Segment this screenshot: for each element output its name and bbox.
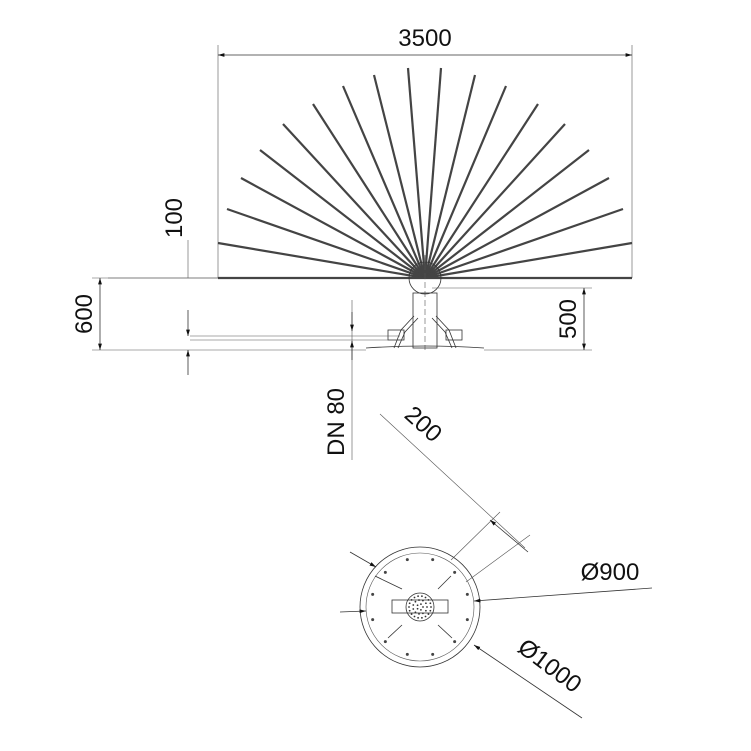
- nozzle-hole: [429, 609, 432, 612]
- dimension-diameter-900: Ø900: [339, 559, 653, 614]
- fan-ray: [259, 149, 426, 279]
- nozzle-hole: [412, 608, 415, 610]
- dimension-label-100: 100: [161, 198, 188, 238]
- nozzle-hole: [416, 607, 419, 610]
- nozzle-hole: [414, 611, 417, 614]
- nozzle-hole: [422, 606, 424, 608]
- nozzle-hole: [430, 606, 432, 608]
- dimension-label-900: Ø900: [581, 559, 640, 586]
- nozzle-hole: [427, 599, 430, 601]
- nozzle-hole: [408, 606, 410, 608]
- nozzle-hole: [421, 616, 423, 619]
- nozzle-hole: [416, 604, 419, 607]
- nozzle-hole: [410, 599, 413, 601]
- dimension-500: 500: [484, 288, 592, 351]
- nozzle-hole: [424, 602, 427, 605]
- bolt-hole: [431, 652, 435, 656]
- nozzle-hole: [417, 616, 419, 619]
- fan-ray: [424, 241, 633, 280]
- ball-nozzle: [408, 261, 442, 295]
- dimension-label-3500: 3500: [398, 25, 451, 52]
- fan-ray: [341, 85, 427, 279]
- fan-ray: [423, 74, 477, 279]
- nozzle-hole: [420, 603, 422, 606]
- bolt-hole: [453, 640, 457, 644]
- dimension-width-3500: 3500: [217, 25, 633, 278]
- nozzle-hole: [408, 602, 411, 605]
- dimension-100: 100: [161, 198, 189, 278]
- fan-ray: [312, 103, 426, 279]
- fan-ray: [240, 177, 426, 279]
- fan-ray: [424, 149, 590, 279]
- nozzle-hole: [412, 604, 415, 606]
- nozzle-hole: [420, 608, 422, 611]
- bolt-hole: [383, 640, 387, 644]
- nozzle-hole: [413, 615, 416, 618]
- bolt-hole: [383, 570, 387, 574]
- dimension-dn80: DN 80: [323, 300, 354, 460]
- nozzle-hole: [410, 613, 413, 615]
- fan-ray: [217, 241, 426, 280]
- nozzle-hole: [421, 595, 423, 598]
- nozzle-hole: [426, 606, 428, 608]
- nozzle-hole: [418, 599, 420, 601]
- bolt-hole: [465, 592, 469, 596]
- nozzle-hole: [413, 596, 416, 599]
- nozzle-hole: [414, 600, 417, 603]
- dimension-label-600: 600: [71, 294, 98, 334]
- fan-ray: [424, 177, 610, 279]
- nozzle-hole: [424, 596, 427, 599]
- fan-ray: [282, 123, 426, 279]
- dimension-label-500: 500: [555, 299, 582, 339]
- nozzle-hole: [424, 615, 427, 618]
- bolt-hole: [465, 618, 469, 622]
- fan-ray: [424, 207, 624, 280]
- fan-ray: [406, 67, 427, 279]
- nozzle-hole: [429, 602, 432, 605]
- fan-ray: [423, 85, 508, 279]
- fan-ray: [372, 74, 427, 279]
- nozzle-hole: [424, 609, 427, 612]
- nozzle-hole: [408, 609, 411, 612]
- fountain-post: [108, 255, 592, 350]
- fan-ray: [226, 207, 426, 280]
- dimension-200: 200: [379, 401, 531, 583]
- bolt-hole: [431, 558, 435, 562]
- nozzle-hole: [417, 595, 419, 598]
- nozzle-hole: [427, 613, 430, 615]
- ball-nozzle-plan: [405, 592, 435, 622]
- fan-ray: [423, 67, 443, 279]
- plan-view: [359, 546, 481, 668]
- bolt-hole: [453, 570, 457, 574]
- bolt-hole: [405, 558, 409, 562]
- bolt-hole: [405, 652, 409, 656]
- fan-rays: [217, 67, 633, 280]
- nozzle-hole: [418, 613, 420, 615]
- dimension-diameter-1000: Ø1000: [349, 551, 587, 719]
- dimension-label-1000: Ø1000: [513, 634, 587, 699]
- fan-ray: [424, 123, 566, 279]
- fan-ray: [424, 103, 539, 279]
- bolt-hole: [371, 592, 375, 596]
- dimension-600: 600: [71, 277, 366, 375]
- nozzle-hole: [422, 612, 424, 615]
- dimension-label-dn80: DN 80: [323, 388, 350, 456]
- dimension-label-200: 200: [399, 401, 447, 448]
- bolt-hole: [371, 618, 375, 622]
- nozzle-hole: [422, 599, 424, 602]
